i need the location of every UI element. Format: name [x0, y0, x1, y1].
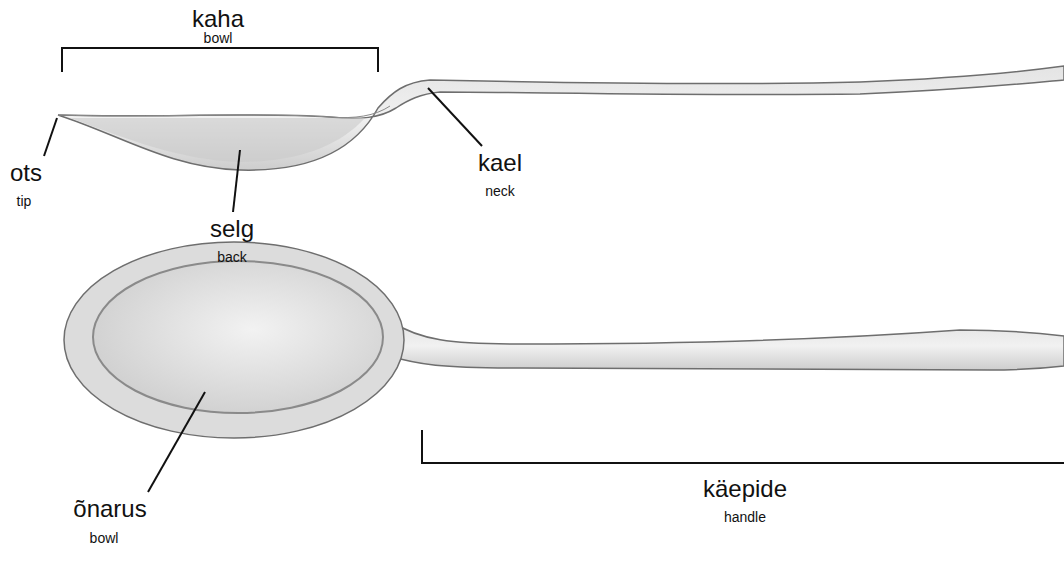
part-name: käepide [703, 476, 787, 502]
part-name: õnarus [73, 496, 146, 522]
part-name: kaha [192, 6, 244, 32]
bracket [422, 430, 1064, 463]
translation: tip [17, 194, 32, 209]
translation: neck [485, 184, 515, 199]
spoon-side-view [58, 66, 1064, 170]
part-name: kael [478, 150, 522, 176]
translation: back [217, 250, 247, 265]
translation: bowl [90, 531, 119, 546]
part-name: selg [210, 216, 254, 242]
spoon-top-view [64, 242, 1064, 438]
leader-line [428, 88, 482, 146]
translation: handle [724, 510, 766, 525]
bracket [62, 48, 378, 72]
leader-line [44, 118, 57, 156]
leader-line [148, 392, 205, 492]
leader-line [233, 150, 240, 212]
part-name: ots [10, 160, 42, 186]
translation: bowl [204, 31, 233, 46]
